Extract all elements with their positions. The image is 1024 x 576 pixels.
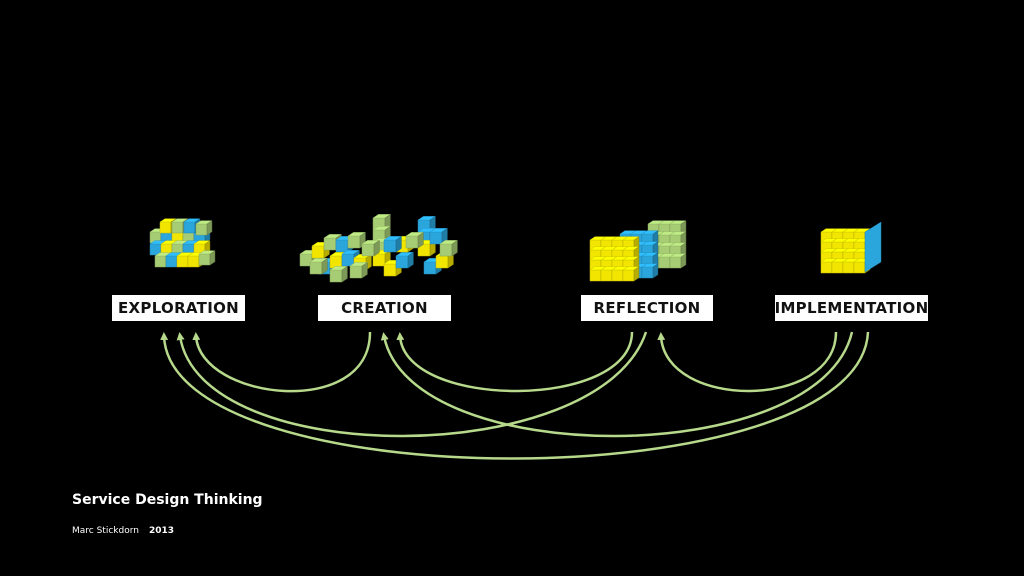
footer-author: Marc Stickdorn [72, 526, 139, 536]
arrow-creation-to-exploration [192, 331, 372, 393]
arrow-reflection-to-exploration [176, 331, 648, 438]
arrow-reflection-to-creation [396, 331, 634, 393]
reflection-cubes-icon [589, 220, 687, 282]
stage-label-creation: CREATION [318, 295, 451, 321]
stage-label-reflection: REFLECTION [581, 295, 713, 321]
stage-label-exploration: EXPLORATION [112, 295, 245, 321]
creation-cubes-icon [299, 213, 459, 283]
arrow-implementation-to-reflection [657, 331, 838, 393]
exploration-cubes-icon [149, 218, 216, 268]
arrow-implementation-to-creation [380, 331, 854, 438]
implementation-cubes-icon [820, 221, 882, 274]
footer-year: 2013 [148, 526, 175, 536]
iteration-arrows [160, 331, 870, 460]
footer-title: Service Design Thinking [72, 492, 263, 508]
arrow-implementation-to-exploration [160, 331, 870, 460]
footer-meta: Marc Stickdorn 2013 [72, 526, 174, 536]
stage-label-implementation: IMPLEMENTATION [775, 295, 928, 321]
